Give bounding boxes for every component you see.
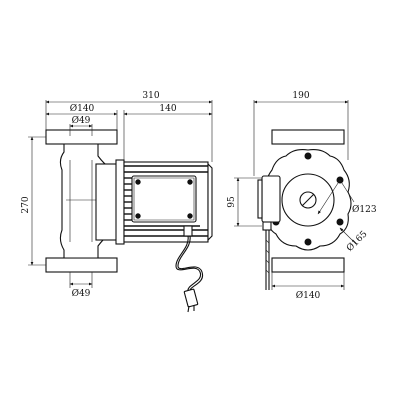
terminal-box: [131, 175, 197, 223]
end-top-flange: [271, 129, 345, 145]
end-terminal-cover: [257, 179, 263, 219]
end-terminal-box: [261, 175, 281, 223]
bolt-hole-icon: [336, 218, 344, 226]
dim-end-width: 190: [253, 91, 349, 176]
cable-gland: [183, 225, 193, 237]
dim-label: 270: [21, 196, 31, 213]
dim-motor-length: 140: [123, 104, 213, 160]
end-cable-gland: [262, 221, 272, 231]
motor-end-cap: [207, 162, 213, 242]
dim-height: 270: [21, 136, 46, 266]
power-cable: [175, 235, 202, 293]
dim-label: Ø49: [72, 288, 91, 299]
dim-label: 140: [159, 104, 176, 114]
dim-overall-length: 310: [45, 91, 213, 162]
screw-icon: [187, 213, 193, 219]
bolt-hole-icon: [304, 152, 312, 160]
dim-axis-offset: 95: [227, 177, 262, 227]
screw-icon: [135, 179, 141, 185]
end-view: 190 95 Ø123 Ø165 Ø140: [227, 91, 377, 301]
dim-label: Ø140: [296, 290, 321, 301]
dim-label: Ø49: [72, 115, 91, 126]
dim-top-flange: Ø140: [45, 103, 118, 130]
dim-outer-flange: Ø165: [339, 227, 370, 254]
dim-top-port: Ø49: [69, 115, 93, 136]
dim-bottom-port: Ø49: [69, 272, 93, 299]
bolt-hole-icon: [304, 238, 312, 246]
dim-end-bottom-flange: Ø140: [271, 272, 345, 301]
dim-label: 95: [227, 196, 237, 208]
bottom-flange: [45, 257, 118, 273]
adapter-ring: [115, 159, 125, 245]
end-bottom-flange: [271, 257, 345, 273]
screw-icon: [187, 179, 193, 185]
power-plug: [183, 288, 199, 308]
dim-label: Ø140: [70, 103, 95, 114]
dim-label: Ø165: [344, 228, 369, 253]
screw-icon: [135, 213, 141, 219]
side-view: 310 140 Ø140 Ø49 270: [21, 91, 213, 313]
dim-bolt-circle: Ø123: [317, 179, 377, 215]
dim-label: 310: [142, 91, 159, 101]
top-flange: [45, 129, 118, 145]
dim-label: 190: [292, 91, 309, 101]
dim-label: Ø123: [352, 204, 377, 215]
